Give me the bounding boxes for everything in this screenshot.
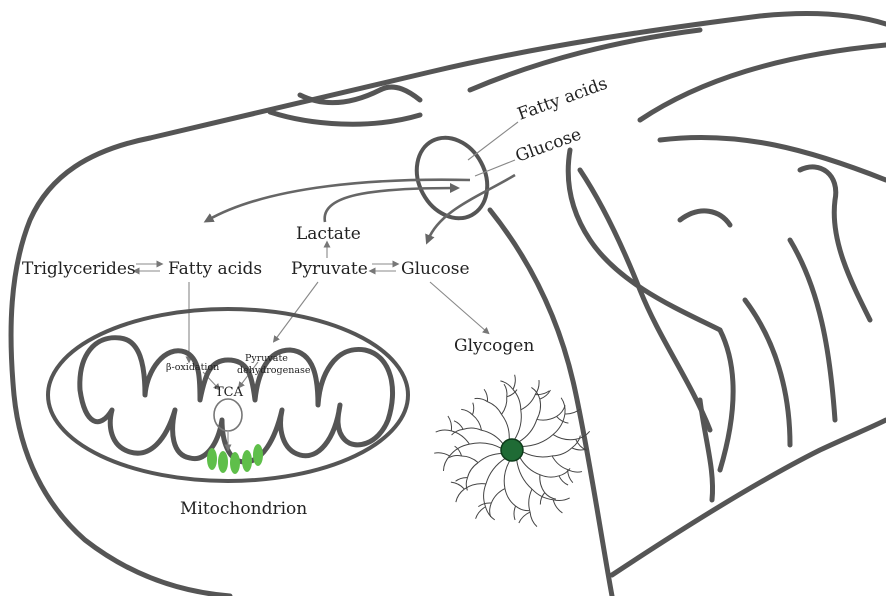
glycogen-branch <box>540 493 544 505</box>
glycogen-branch <box>449 456 461 458</box>
glycogen-branch <box>521 394 536 409</box>
glycogen-branch <box>463 428 481 430</box>
tca-label: TCA <box>215 385 244 400</box>
glycogen-branch <box>478 453 503 462</box>
glycogen-branch <box>537 399 541 419</box>
glycogen-branch <box>540 475 545 493</box>
glycogen-label: Glycogen <box>454 336 534 356</box>
beta-oxidation-label: β-oxidation <box>166 362 219 373</box>
glycogen-branch <box>504 460 510 489</box>
triglyceride-fa-equilibrium <box>136 264 160 271</box>
glycogen-branch <box>500 381 513 390</box>
glycogen-branch <box>487 402 501 415</box>
glycogen-branch <box>461 409 472 415</box>
triglycerides-label: Triglycerides <box>22 259 136 279</box>
glycogen-branch <box>553 500 562 513</box>
glucose-label: Glucose <box>401 259 470 279</box>
muscle-cell-outline <box>11 14 886 596</box>
glycogen-branch <box>514 506 516 520</box>
glycogenin-core <box>501 439 523 461</box>
glycogen-branch <box>504 384 507 397</box>
glycogen-branch <box>572 436 581 448</box>
glycogen-branch <box>557 405 566 416</box>
glycogen-branch <box>482 430 504 444</box>
pdh-label-line1: Pyruvate <box>245 353 288 364</box>
glycogen-branch <box>519 512 530 523</box>
pyruvate-label: Pyruvate <box>291 259 368 279</box>
glycogen-branch <box>450 444 470 456</box>
glycogen-branch <box>559 476 568 485</box>
glycogen-branch <box>505 489 516 506</box>
glycogen-branch <box>472 403 473 415</box>
glycogen-branch <box>530 512 537 527</box>
glycogen-branch <box>519 457 539 475</box>
glycogen-branch <box>466 478 467 491</box>
glycogen-branch <box>454 421 463 430</box>
glycogen-branch <box>568 470 582 473</box>
glycogen-branch <box>456 478 468 482</box>
glycogen-branch <box>464 484 486 489</box>
pyruvate-glucose-equilibrium <box>372 264 396 271</box>
glycogen-branch <box>540 475 559 477</box>
fatty-acids-blood-label: Fatty acids <box>515 74 610 125</box>
lactate-label: Lactate <box>296 224 361 244</box>
glycogen-branch <box>436 430 452 432</box>
glycogen-branch <box>552 456 568 470</box>
glycogen-branch <box>502 414 510 440</box>
glycogen-branch <box>476 507 486 519</box>
glycogen-branch <box>553 435 576 440</box>
glycogen-branch <box>469 443 502 449</box>
glycogen-branch <box>552 448 572 456</box>
glycogen-branch <box>522 451 552 457</box>
mitochondrion-label: Mitochondrion <box>180 499 307 519</box>
glycogen-branch <box>532 489 553 500</box>
glycogen-branch <box>434 453 449 456</box>
glycogen-branch <box>491 489 505 503</box>
capillary-opening <box>403 125 501 230</box>
glycogen-branch <box>451 482 464 489</box>
glycogen-branch <box>537 416 557 420</box>
glycogen-branch <box>456 489 465 502</box>
atp-synthase-cluster <box>207 444 263 474</box>
glycogen-branch <box>514 410 521 440</box>
glycogen-branch <box>486 458 506 484</box>
glycogen-branch <box>529 489 532 512</box>
glycogen-branch <box>475 398 488 401</box>
glycogen-branch <box>467 463 478 478</box>
glucose-blood-label: Glucose <box>513 124 584 166</box>
glycogen-branch <box>448 416 452 431</box>
glycogen-branch <box>516 506 530 511</box>
glycogen-branch <box>513 375 515 390</box>
fatty-acids-label: Fatty acids <box>168 259 262 279</box>
pdh-label-line2: dehydrogenase <box>237 365 311 376</box>
glycogen-branch <box>452 429 464 435</box>
glycogen-branch <box>462 456 479 463</box>
glycogen-branch <box>502 397 507 415</box>
glycogen-branch <box>443 456 449 471</box>
